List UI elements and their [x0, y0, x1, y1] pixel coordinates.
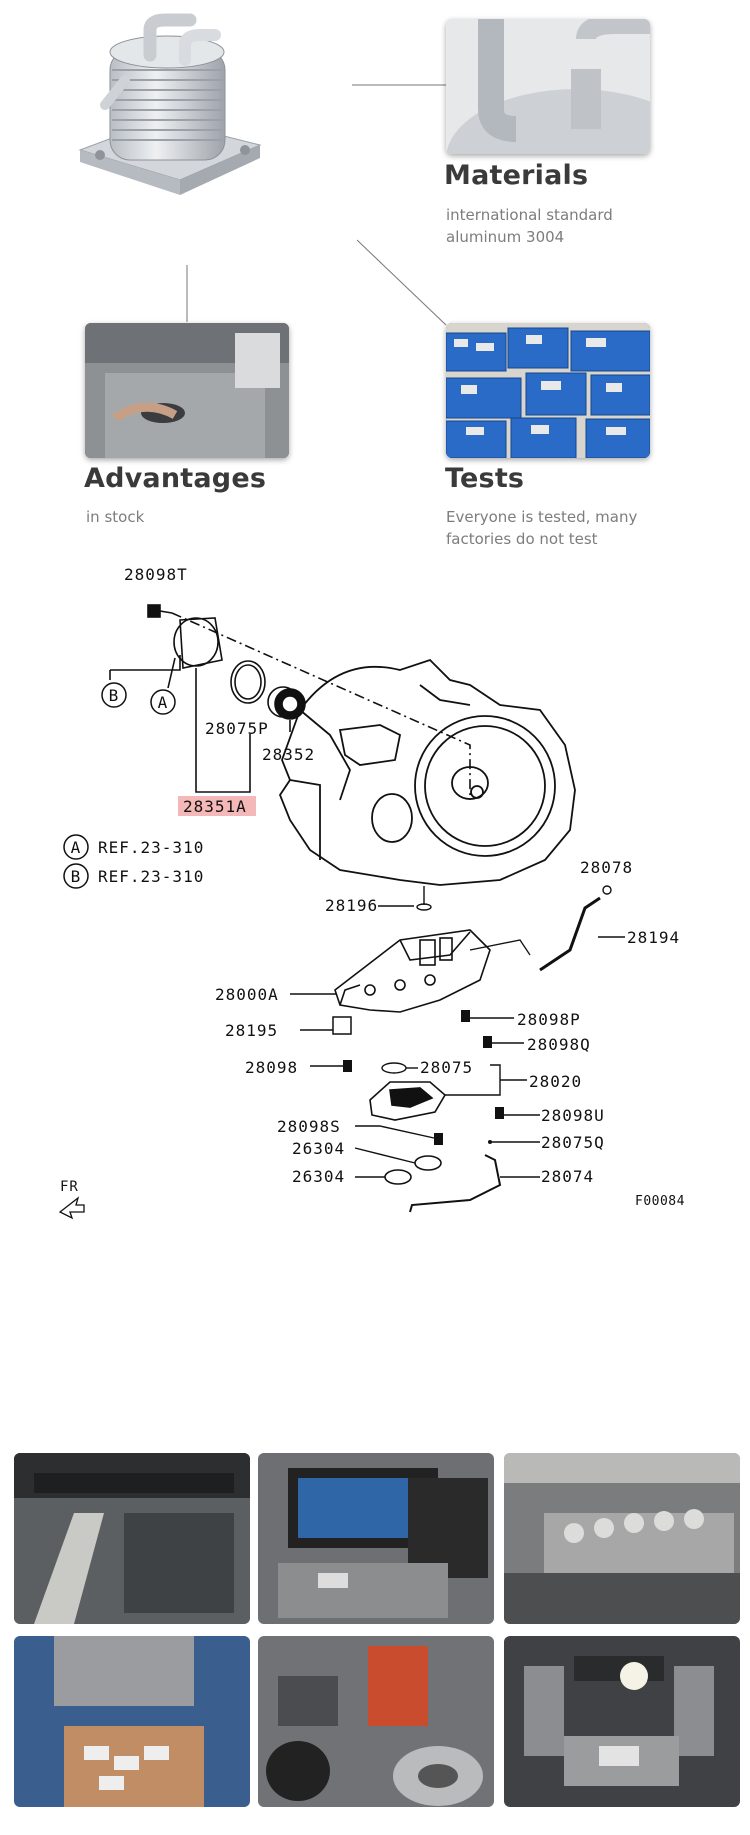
filter-housing [179, 617, 223, 669]
bolt-28098T [147, 604, 161, 618]
washer-26304-upper [414, 1155, 442, 1171]
part-label-28195: 28195 [225, 1021, 278, 1040]
factory-photo-coil-stock [258, 1636, 494, 1807]
part-label-26304-lower: 26304 [292, 1167, 345, 1186]
materials-photo [446, 19, 650, 154]
factory-photo-parts-bins [14, 1636, 250, 1807]
transmission-housing [278, 658, 576, 886]
feature-desc-tests: Everyone is tested, many factories do no… [446, 508, 638, 548]
part-label-26304-upper: 26304 [292, 1139, 345, 1158]
pipe-28194 [539, 896, 601, 972]
callout-a-label: A [158, 693, 169, 712]
bolt-28098U [495, 1107, 504, 1119]
washer-26304-lower [384, 1169, 412, 1185]
ref-a-circle [63, 834, 89, 860]
feature-desc-materials: international standard aluminum 3004 [446, 206, 613, 246]
feature-title-materials: Materials [444, 160, 589, 191]
o-ring-28075P [230, 660, 266, 704]
connector-lines [186, 84, 447, 326]
part-label-28000A: 28000A [215, 985, 279, 1004]
ref-b-letter: B [71, 867, 82, 886]
callout-b [101, 682, 127, 708]
part-label-28194: 28194 [627, 928, 680, 947]
part-label-28075Q: 28075Q [541, 1133, 605, 1152]
part-label-28020: 28020 [529, 1072, 582, 1091]
bolt-28098 [343, 1060, 352, 1072]
front-arrow-icon [58, 1196, 85, 1220]
part-label-28351A: 28351A [183, 797, 247, 816]
parts-exploded-diagram: B A 28098T 28075P 28352 28351A A REF.23-… [58, 565, 685, 1220]
callout-a [150, 689, 176, 715]
oil-strainer-28020 [369, 1081, 447, 1121]
ref-a-text: REF.23-310 [98, 838, 204, 857]
factory-photo-test-station [504, 1636, 740, 1807]
bolt-28098S [434, 1133, 443, 1145]
seal-28075 [381, 1062, 407, 1074]
part-label-28098T: 28098T [124, 565, 188, 584]
part-label-28098U: 28098U [541, 1106, 605, 1125]
seal-28196 [416, 903, 432, 911]
dipstick-tube-28074 [409, 1154, 502, 1213]
ref-a-letter: A [71, 838, 82, 857]
callout-b-label: B [109, 686, 120, 705]
feature-title-advantages: Advantages [84, 463, 267, 494]
tests-photo [446, 323, 650, 458]
figure-code: F00084 [635, 1194, 685, 1209]
bolt-28098P [461, 1010, 470, 1022]
part-label-28098P: 28098P [517, 1010, 581, 1029]
bolt-28098Q [483, 1036, 492, 1048]
valve-body-28000A [334, 929, 491, 1013]
highlight-28351A [178, 796, 256, 816]
part-label-28075: 28075 [420, 1058, 473, 1077]
bracket-28195 [332, 1016, 352, 1035]
feature-title-tests: Tests [445, 463, 525, 494]
advantages-photo [85, 323, 289, 458]
part-label-28098: 28098 [245, 1058, 298, 1077]
part-28078 [602, 885, 612, 895]
factory-photo-cnc-control [258, 1453, 494, 1624]
feature-desc-advantages: in stock [86, 508, 145, 526]
factory-photo-press-line [14, 1453, 250, 1624]
fr-label: FR [60, 1179, 79, 1195]
part-label-28098S: 28098S [277, 1117, 341, 1136]
part-label-28352: 28352 [262, 745, 315, 764]
part-label-28075P: 28075P [205, 719, 269, 738]
ref-b-text: REF.23-310 [98, 867, 204, 886]
ref-b-circle [63, 863, 89, 889]
part-label-28078: 28078 [580, 858, 633, 877]
part-label-28196: 28196 [325, 896, 378, 915]
oil-cooler-product-image [70, 10, 300, 225]
part-label-28074: 28074 [541, 1167, 594, 1186]
factory-photo-assembly-line [504, 1453, 740, 1624]
part-label-28098Q: 28098Q [527, 1035, 591, 1054]
